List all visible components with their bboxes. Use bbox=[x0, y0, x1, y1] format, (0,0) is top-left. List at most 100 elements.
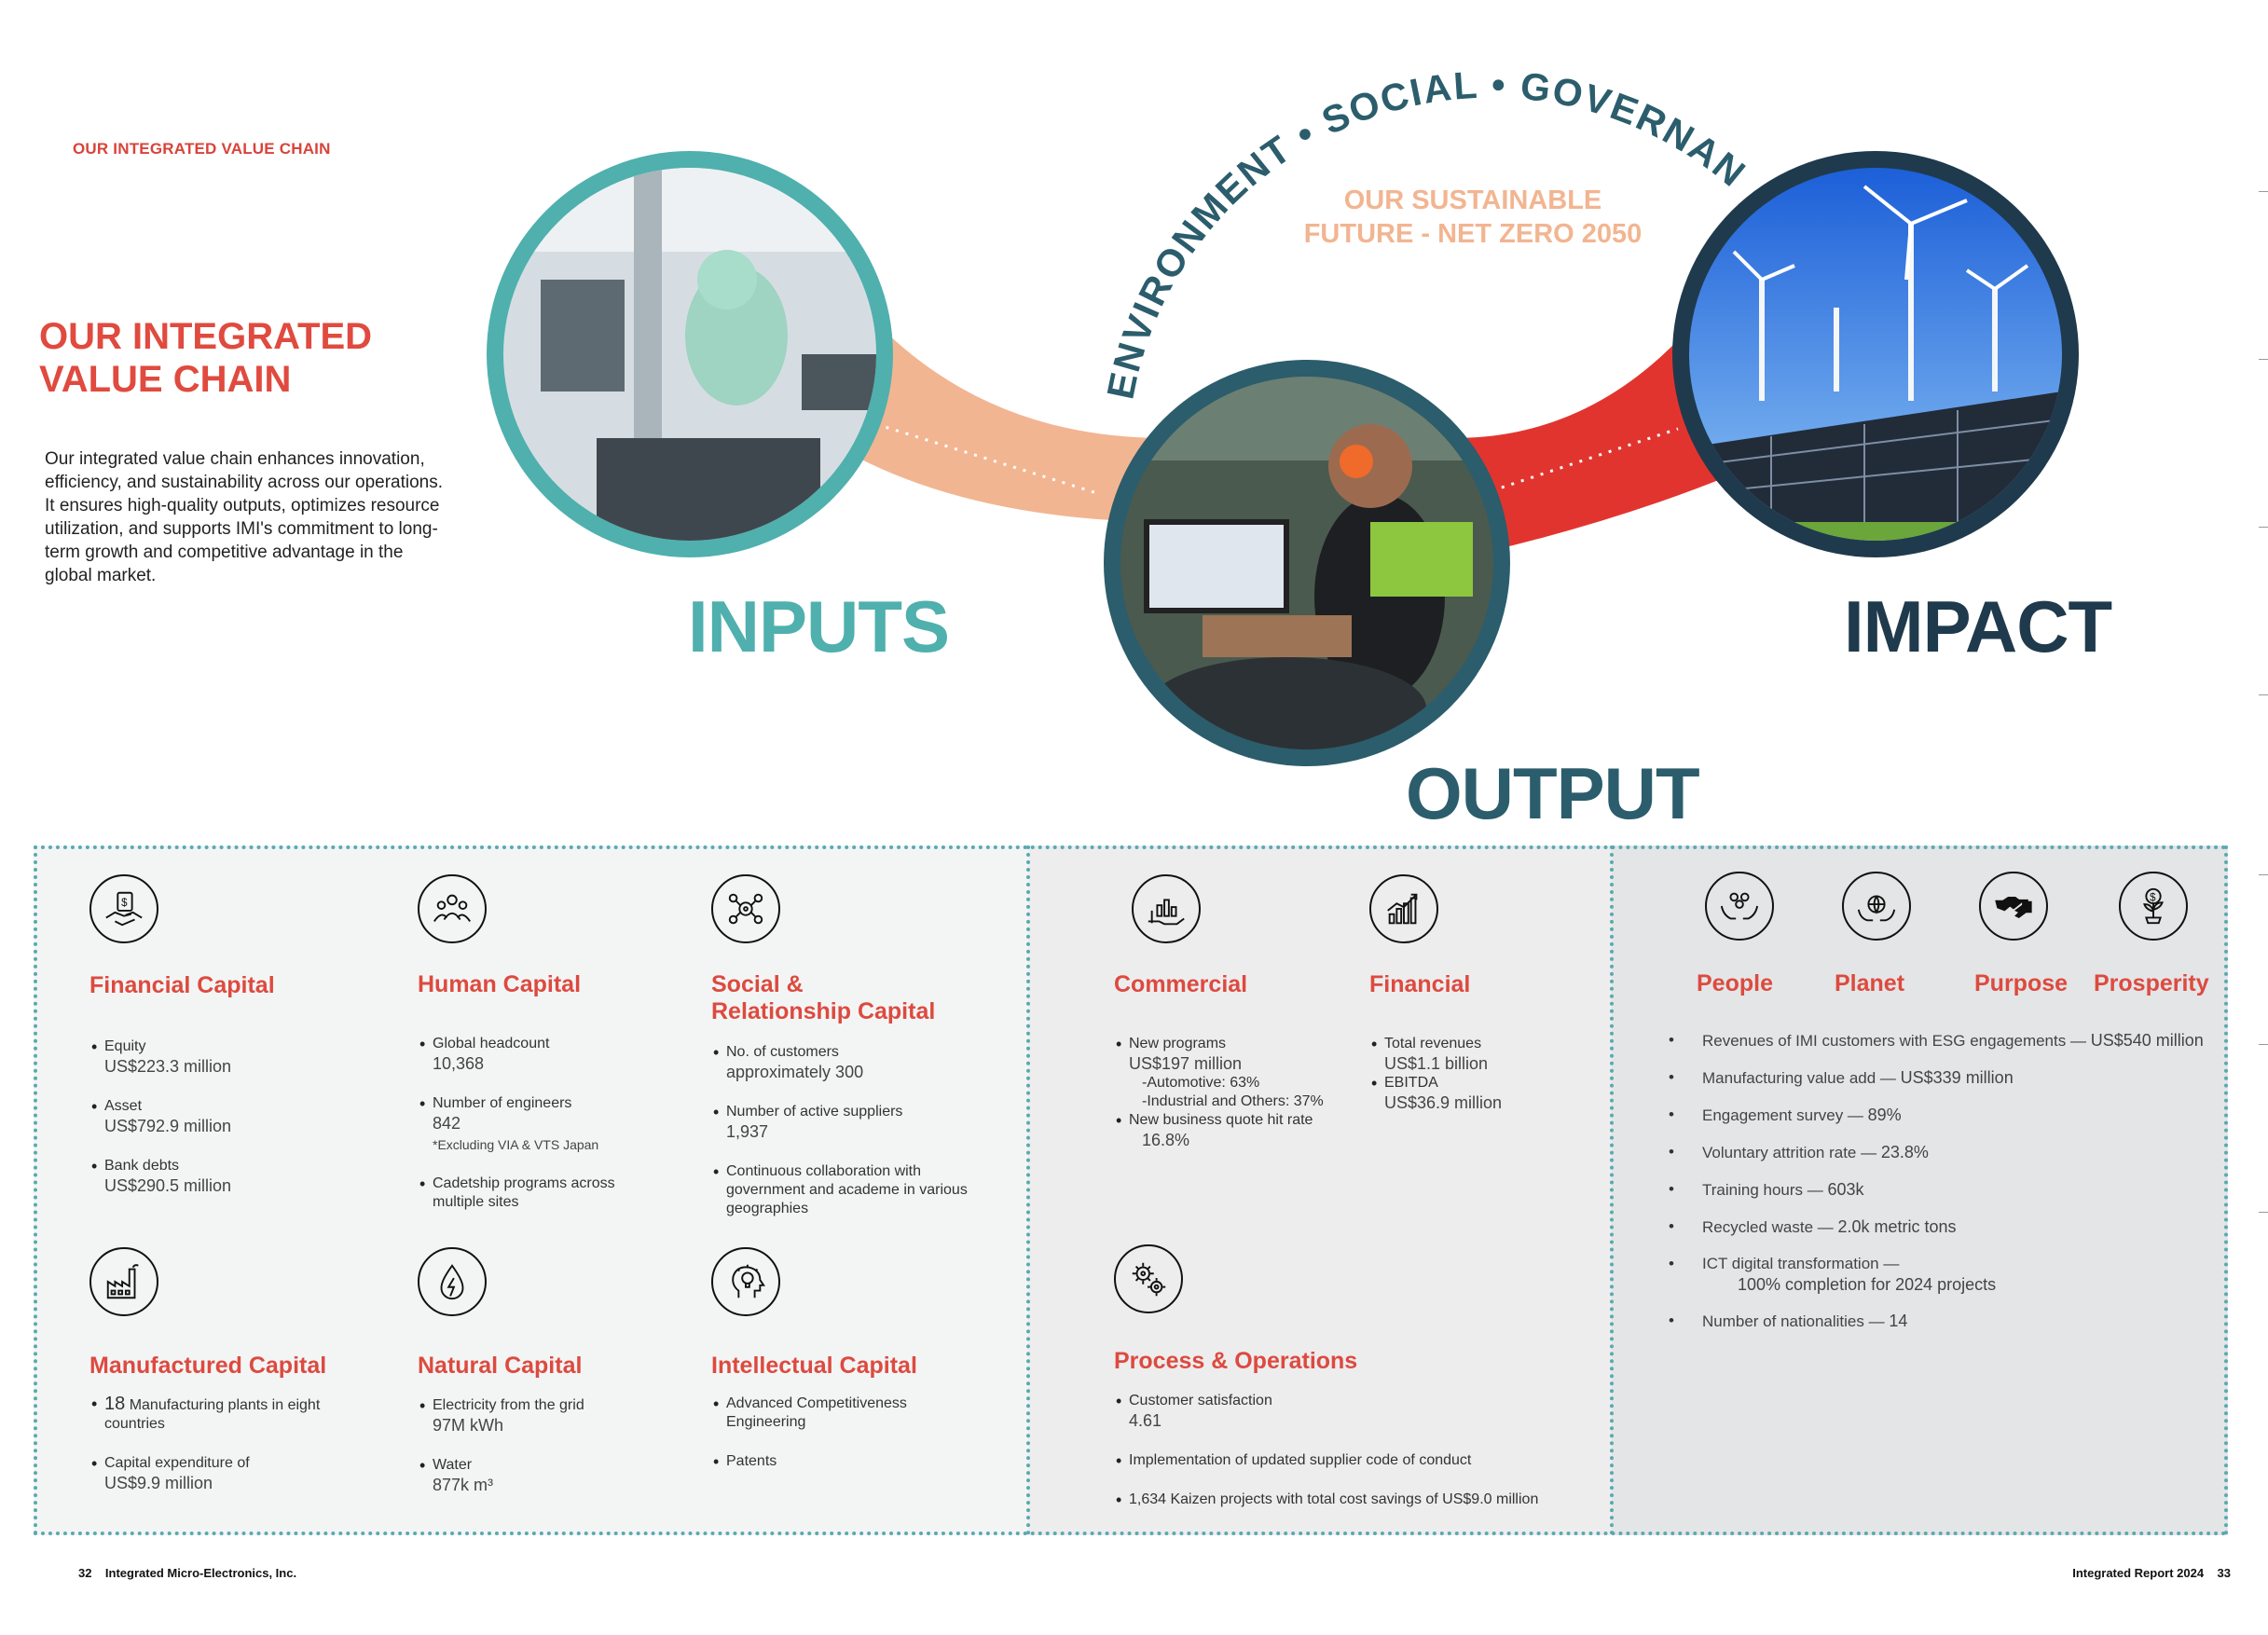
item-label: Number of active suppliers bbox=[726, 1104, 903, 1120]
water-energy-icon bbox=[418, 1247, 487, 1316]
inputs-label: INPUTS bbox=[688, 585, 950, 667]
item-label: 1,634 Kaizen projects with total cost sa… bbox=[1129, 1491, 1539, 1507]
item-label: Advanced Competitiveness Engineering bbox=[726, 1395, 907, 1430]
list-item: Recycled waste — 2.0k metric tons bbox=[1669, 1216, 2209, 1238]
section-kicker: OUR INTEGRATED VALUE CHAIN bbox=[73, 140, 331, 158]
sustainable-line1: OUR SUSTAINABLE bbox=[1343, 185, 1602, 215]
manufactured-capital-title: Manufactured Capital bbox=[89, 1353, 327, 1379]
margin-tick bbox=[2259, 359, 2268, 360]
item-value: approximately 300 bbox=[726, 1063, 864, 1081]
item-label: Cadetship programs across multiple sites bbox=[433, 1175, 615, 1210]
item-value: 100% completion for 2024 projects bbox=[1738, 1275, 1997, 1294]
item-value: 89% bbox=[1867, 1106, 1902, 1124]
item-label: Bank debts bbox=[104, 1158, 180, 1174]
item-note: *Excluding VIA & VTS Japan bbox=[433, 1137, 599, 1152]
item-label: Revenues of IMI customers with ESG engag… bbox=[1702, 1032, 2086, 1050]
item-label: Implementation of updated supplier code … bbox=[1129, 1452, 1472, 1468]
people-hands-icon bbox=[1705, 872, 1774, 941]
list-item: Number of nationalities — 14 bbox=[1669, 1311, 2209, 1332]
list-item: Revenues of IMI customers with ESG engag… bbox=[1669, 1030, 2209, 1051]
item-label: EBITDA bbox=[1384, 1075, 1438, 1091]
list-item: EBITDA US$36.9 million bbox=[1369, 1074, 1574, 1113]
social-capital-icon bbox=[711, 874, 780, 943]
item-value: US$223.3 million bbox=[104, 1057, 232, 1076]
footer-left: 32 Integrated Micro-Electronics, Inc. bbox=[78, 1566, 296, 1580]
item-value: 23.8% bbox=[1880, 1143, 1929, 1161]
item-value: US$540 million bbox=[2090, 1031, 2204, 1050]
item-label: Number of engineers bbox=[433, 1095, 572, 1111]
manufacturing-plant-icon bbox=[89, 1247, 158, 1316]
list-item: Training hours — 603k bbox=[1669, 1179, 2209, 1201]
human-capital-icon bbox=[418, 874, 487, 943]
item-value: US$792.9 million bbox=[104, 1117, 232, 1135]
item-label: Number of nationalities — bbox=[1702, 1312, 1885, 1330]
output-photo-circle bbox=[1104, 360, 1510, 766]
item-value: US$197 million bbox=[1129, 1054, 1243, 1073]
item-label: Engagement survey — bbox=[1702, 1106, 1863, 1124]
margin-tick bbox=[2259, 527, 2268, 528]
margin-tick bbox=[2259, 191, 2268, 192]
item-value: US$36.9 million bbox=[1384, 1093, 1503, 1112]
item-label: Total revenues bbox=[1384, 1036, 1482, 1051]
output-label: OUTPUT bbox=[1406, 752, 1700, 834]
item-value: 97M kWh bbox=[433, 1416, 504, 1435]
inputs-dotted-link bbox=[875, 422, 1101, 496]
list-item: Number of engineers 842 *Excluding VIA & V… bbox=[418, 1094, 697, 1154]
pillar-people: People bbox=[1697, 970, 1773, 996]
item-value: 842 bbox=[433, 1114, 461, 1133]
list-item: Implementation of updated supplier code … bbox=[1114, 1451, 1599, 1470]
gears-process-icon bbox=[1114, 1244, 1183, 1313]
list-item: Manufacturing value add — US$339 million bbox=[1669, 1067, 2209, 1089]
item-value: 2.0k metric tons bbox=[1837, 1217, 1957, 1236]
item-value: 10,368 bbox=[433, 1054, 485, 1073]
pillar-purpose: Purpose bbox=[1974, 970, 2069, 996]
title-line1: Social & bbox=[711, 971, 804, 997]
item-value: 603k bbox=[1827, 1180, 1864, 1199]
financial-output-title: Financial bbox=[1369, 971, 1471, 997]
process-operations-title: Process & Operations bbox=[1114, 1348, 1358, 1374]
item-label: Manufacturing plants in eight countries bbox=[104, 1397, 321, 1432]
svg-text:$: $ bbox=[2150, 892, 2156, 903]
footer-right: Integrated Report 2024 33 bbox=[2072, 1566, 2231, 1580]
page-title: OUR INTEGRATED VALUE CHAIN bbox=[39, 315, 431, 401]
margin-tick bbox=[2259, 874, 2268, 875]
page-title-line2: VALUE CHAIN bbox=[39, 359, 292, 400]
prosperity-plant-icon: $ bbox=[2119, 872, 2188, 941]
item-value: US$1.1 billion bbox=[1384, 1054, 1489, 1073]
list-item: 1,634 Kaizen projects with total cost sa… bbox=[1114, 1491, 1599, 1509]
panel-divider-1 bbox=[1026, 845, 1030, 1535]
item-label: ICT digital transformation — bbox=[1702, 1255, 1900, 1272]
bar-chart-growth-icon bbox=[1369, 874, 1438, 943]
item-value: 16.8% bbox=[1142, 1131, 1190, 1149]
item-sub: -Automotive: 63% bbox=[1142, 1075, 1260, 1091]
item-label: Customer satisfaction bbox=[1129, 1393, 1272, 1408]
intellectual-capital-list: Advanced Competitiveness Engineering Pat… bbox=[711, 1395, 935, 1491]
item-label: New business quote hit rate bbox=[1129, 1112, 1313, 1128]
list-item: ICT digital transformation — 100% complet… bbox=[1669, 1254, 2209, 1295]
item-label: Continuous collaboration with government… bbox=[726, 1163, 968, 1216]
list-item: Advanced Competitiveness Engineering bbox=[711, 1395, 935, 1432]
item-label: Recycled waste — bbox=[1702, 1218, 1834, 1236]
item-value: US$290.5 million bbox=[104, 1176, 232, 1195]
list-item: New business quote hit rate 16.8% bbox=[1114, 1111, 1356, 1150]
list-item: Cadetship programs across multiple sites bbox=[418, 1175, 623, 1212]
financial-capital-title: Financial Capital bbox=[89, 972, 275, 998]
planet-globe-icon bbox=[1842, 872, 1911, 941]
manufactured-capital-list: 18 Manufacturing plants in eight countri… bbox=[89, 1395, 360, 1514]
commercial-title: Commercial bbox=[1114, 971, 1248, 997]
hand-growth-chart-icon bbox=[1132, 874, 1201, 943]
list-item: Patents bbox=[711, 1452, 935, 1471]
impact-photo-circle bbox=[1672, 151, 2079, 557]
pillar-prosperity: Prosperity bbox=[2094, 970, 2209, 996]
margin-tick bbox=[2259, 1044, 2268, 1045]
natural-capital-title: Natural Capital bbox=[418, 1353, 583, 1379]
